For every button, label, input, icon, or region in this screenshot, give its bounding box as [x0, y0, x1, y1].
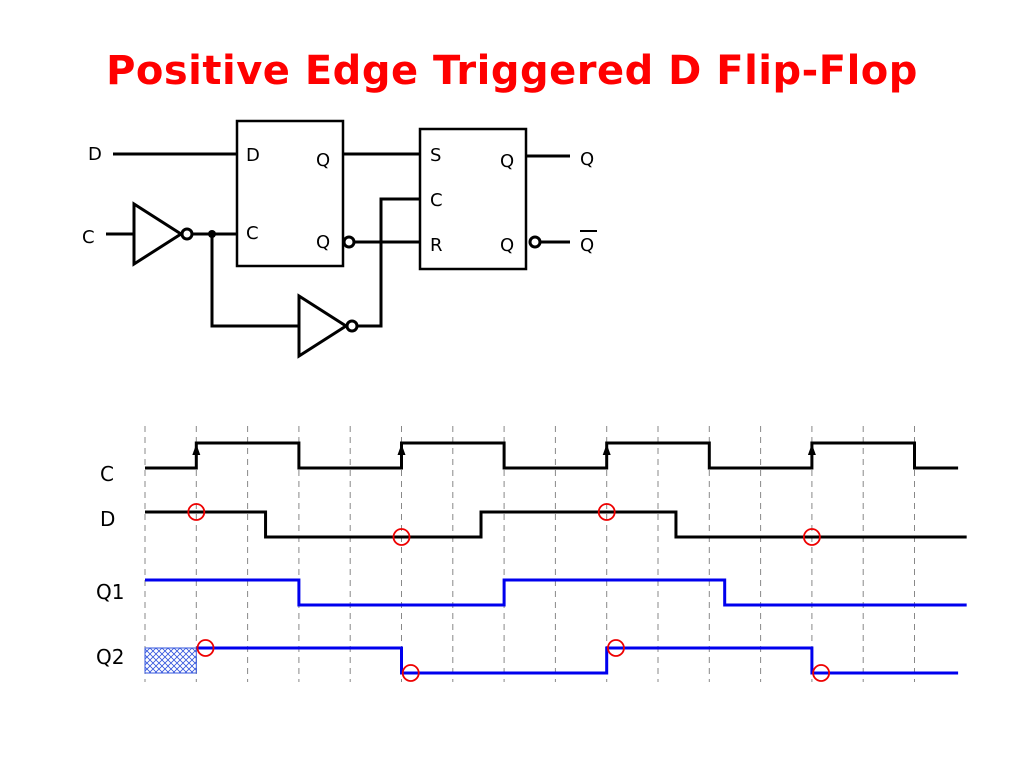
inverter-gate-1 — [132, 201, 184, 267]
clock-waveform — [145, 441, 959, 470]
d-waveform — [145, 510, 967, 539]
q2-waveform — [196, 646, 959, 675]
latch-2-pin-qbar: Q — [500, 235, 514, 256]
timing-diagram: C D Q1 Q2 — [96, 426, 967, 682]
rising-edge-arrow — [807, 444, 816, 455]
rising-edge-arrow — [602, 444, 611, 455]
latch-1-box — [235, 119, 345, 268]
sample-marker — [597, 503, 616, 521]
q1-waveform — [145, 578, 967, 607]
latch-1-pin-qbar: Q — [316, 232, 330, 253]
rising-edge-arrow — [397, 444, 406, 455]
signal-label-c: C — [100, 462, 114, 486]
latch-1-pin-c: C — [246, 223, 259, 244]
circuit-schematic: D C D C Q Q S C R Q Q Q Q — [82, 119, 597, 359]
output-q-label: Q — [580, 149, 594, 170]
sample-marker — [812, 664, 831, 682]
sample-marker — [401, 664, 420, 682]
sample-marker — [196, 639, 215, 657]
output-qbar-label: Q — [580, 235, 594, 256]
latch-2-box — [418, 127, 528, 271]
latch-2-qbar-bubble — [528, 235, 542, 249]
timing-grid — [144, 426, 915, 682]
signal-label-q1: Q1 — [96, 580, 124, 604]
latch-2-pin-r: R — [430, 235, 443, 256]
input-c-label: C — [82, 227, 95, 248]
latch-2-pin-c: C — [430, 190, 443, 211]
latch-2-pin-s: S — [430, 145, 441, 166]
latch-2-pin-q: Q — [500, 151, 514, 172]
slide-title: Positive Edge Triggered D Flip-Flop — [106, 48, 918, 94]
sample-marker — [803, 528, 821, 546]
sample-markers — [187, 503, 831, 682]
inverter-gate-2 — [297, 293, 349, 359]
signal-label-q2: Q2 — [96, 645, 124, 669]
sample-marker — [187, 503, 206, 521]
rising-edge-arrows — [192, 444, 816, 455]
inverter-bubble-2 — [345, 319, 359, 333]
inverter-bubble-1 — [180, 227, 194, 241]
rising-edge-arrow — [192, 444, 201, 455]
q2-unknown-region — [144, 647, 197, 674]
latch-1-qbar-bubble — [342, 235, 356, 249]
latch-1-pin-q: Q — [316, 150, 330, 171]
branch-wire — [210, 234, 299, 328]
sample-marker — [392, 528, 411, 546]
latch-1-pin-d: D — [246, 145, 260, 166]
clock-to-latch2-wire — [357, 197, 420, 328]
signal-label-d: D — [100, 507, 115, 531]
sample-marker — [607, 639, 625, 657]
input-d-label: D — [88, 144, 102, 165]
